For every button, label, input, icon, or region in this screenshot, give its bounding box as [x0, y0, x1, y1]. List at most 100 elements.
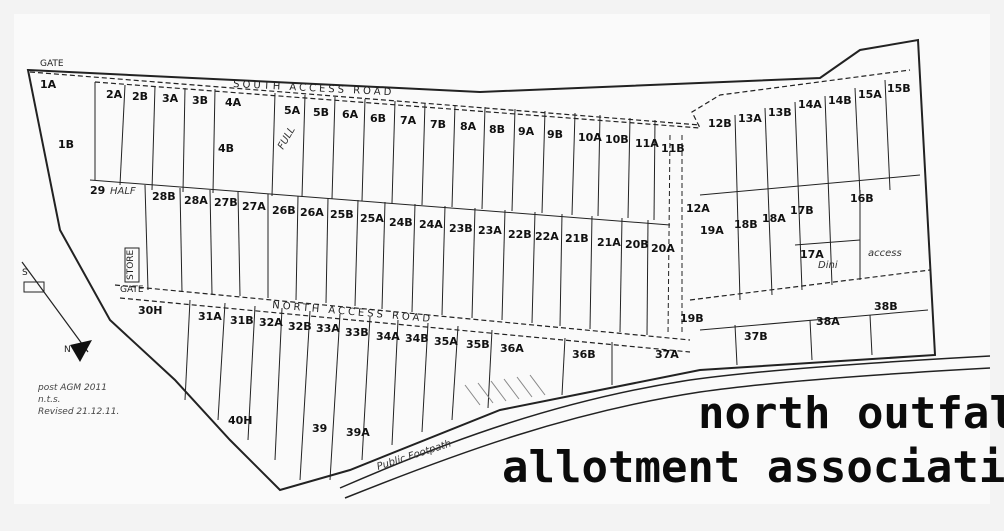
- access-label: access: [868, 248, 902, 259]
- plot-label: 17B: [790, 204, 814, 217]
- compass-south: S: [22, 268, 28, 278]
- plot-label: 38A: [816, 315, 840, 328]
- plot-label: 22A: [535, 230, 559, 243]
- north-access-road-edge: [114, 284, 691, 341]
- plot-label: 8A: [460, 120, 477, 133]
- plot-label: 38B: [874, 300, 898, 313]
- plot-label: 31B: [230, 314, 254, 327]
- plot-label: 21B: [565, 232, 589, 245]
- plot-label: 11A: [635, 137, 659, 150]
- public-footpath: [344, 367, 991, 499]
- plot-label: 10B: [605, 133, 629, 146]
- plot-label: 30H: [138, 304, 163, 317]
- plot-label: 14A: [798, 98, 822, 111]
- plot-label: 34B: [405, 332, 429, 345]
- store-label: STORE: [126, 249, 136, 280]
- plot-label: 24B: [389, 216, 413, 229]
- gate-mid-label: GATE: [120, 285, 144, 295]
- plot-label: 27B: [214, 196, 238, 209]
- plot-label: 12B: [708, 117, 732, 130]
- plot-label: 16B: [850, 192, 874, 205]
- plot-label: 25B: [330, 208, 354, 221]
- half-note: HALF: [110, 186, 136, 197]
- plot-label: 3A: [162, 92, 179, 105]
- title-line-2: allotment association: [502, 442, 1004, 493]
- hatched-area: [464, 374, 546, 406]
- plot-label: 13A: [738, 112, 762, 125]
- plot-label: 7B: [430, 118, 446, 131]
- plot-label: 10A: [578, 131, 602, 144]
- plot-label: 20A: [651, 242, 675, 255]
- compass: S N: [21, 261, 92, 362]
- plot-label: 33A: [316, 322, 340, 335]
- plot-label: 11B: [661, 142, 685, 155]
- plot-label: 39: [312, 422, 327, 435]
- plot-label: 37A: [655, 348, 679, 361]
- site-boundary: [26, 38, 937, 492]
- plot-label: 3B: [192, 94, 208, 107]
- plot-label: 36A: [500, 342, 524, 355]
- plot-label: 23A: [478, 224, 502, 237]
- plot-label: 26A: [300, 206, 324, 219]
- plot-label: 18A: [762, 212, 786, 225]
- plot-label: 33B: [345, 326, 369, 339]
- east-path: [667, 134, 683, 336]
- title-line-1: north outfall: [698, 388, 1004, 439]
- plot-label: 14B: [828, 94, 852, 107]
- plot-label: 13B: [768, 106, 792, 119]
- south-access-road-edge: [94, 69, 911, 129]
- plot-label: 31A: [198, 310, 222, 323]
- plot-label: 5B: [313, 106, 329, 119]
- plot-label: 37B: [744, 330, 768, 343]
- plot-label: 22B: [508, 228, 532, 241]
- plot-label: 34A: [376, 330, 400, 343]
- plot-label: 2A: [106, 88, 123, 101]
- plot-label: 2B: [132, 90, 148, 103]
- paper-sheet: [14, 14, 990, 504]
- plot-label: 7A: [400, 114, 417, 127]
- plot-label: 28B: [152, 190, 176, 203]
- public-footpath: [339, 355, 991, 489]
- plot-label: 27A: [242, 200, 266, 213]
- plot-label: 19B: [680, 312, 704, 325]
- plot-label: 29: [90, 184, 105, 197]
- plot-label: 32B: [288, 320, 312, 333]
- plot-label: 4B: [218, 142, 234, 155]
- plot-label: 26B: [272, 204, 296, 217]
- plot-label: 24A: [419, 218, 443, 231]
- plot-label: 21A: [597, 236, 621, 249]
- note-line1: post AGM 2011: [37, 383, 107, 393]
- plot-label: 15B: [887, 82, 911, 95]
- plot-label: 17A: [800, 248, 824, 261]
- note-line2: n.t.s.: [38, 395, 61, 405]
- plot-label: 12A: [686, 202, 710, 215]
- south-access-road-edge: [29, 71, 701, 126]
- plot-label: 23B: [449, 222, 473, 235]
- plot-label: 20B: [625, 238, 649, 251]
- east-road: [689, 269, 931, 301]
- store-building: [124, 247, 140, 283]
- plot-label: 6B: [370, 112, 386, 125]
- plot-label: 25A: [360, 212, 384, 225]
- plot-label: 6A: [342, 108, 359, 121]
- plot-label: 40H: [228, 414, 253, 427]
- dini-note: Dini: [818, 260, 838, 271]
- plot-label: 36B: [572, 348, 596, 361]
- plot-label: 8B: [489, 123, 505, 136]
- gate-top-label: GATE: [40, 59, 64, 69]
- plot-label: 35A: [434, 335, 458, 348]
- plot-label: 28A: [184, 194, 208, 207]
- plot-label: 35B: [466, 338, 490, 351]
- plot-dividers: [89, 79, 929, 481]
- plot-label: 9A: [518, 125, 535, 138]
- plot-labels: 1A 1B 2A 2B 3A 3B 4A 4B 5A 5B 6A 6B 7A 7…: [40, 78, 911, 439]
- plot-label: 5A: [284, 104, 301, 117]
- plot-label: 15A: [858, 88, 882, 101]
- plot-label: 39A: [346, 426, 370, 439]
- plot-label: 4A: [225, 96, 242, 109]
- plot-label: 19A: [700, 224, 724, 237]
- plot-label: 9B: [547, 128, 563, 141]
- plot-label: 1A: [40, 78, 57, 91]
